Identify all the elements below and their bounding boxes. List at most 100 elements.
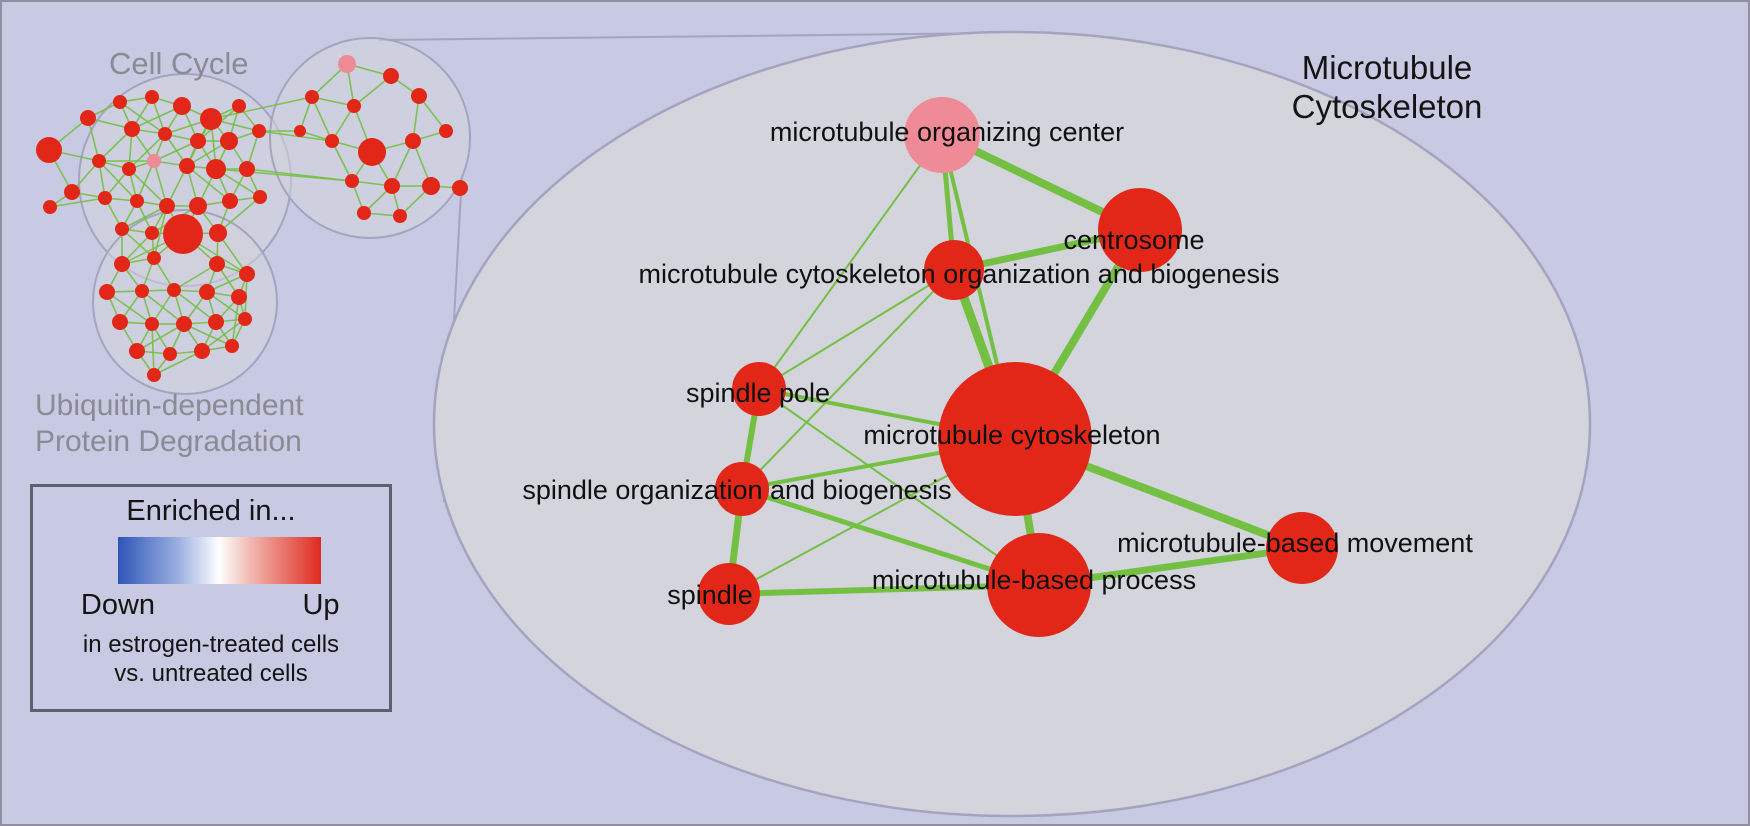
overview-node <box>393 209 407 223</box>
overview-node <box>231 289 247 305</box>
overview-edge <box>246 168 353 182</box>
overview-node <box>238 312 252 326</box>
ubiquitin-label-line2: Protein Degradation <box>35 425 302 458</box>
overview-node <box>239 161 255 177</box>
overview-edge <box>136 323 185 352</box>
overview-node <box>325 134 339 148</box>
overview-node <box>189 197 207 215</box>
overview-node <box>338 55 356 73</box>
overview-node <box>411 88 427 104</box>
node-label-sob: spindle organization and biogenesis <box>522 475 951 505</box>
microtubule-title-line2: Cytoskeleton <box>1291 88 1483 125</box>
overview-node <box>163 347 177 361</box>
overview-node <box>112 314 128 330</box>
overview-node <box>239 266 255 282</box>
overview-node <box>209 256 225 272</box>
overview-edge <box>131 105 183 130</box>
edge-moc-spindle_pole <box>758 134 943 390</box>
overview-edge <box>183 323 233 347</box>
node-mbp <box>987 533 1091 637</box>
overview-node <box>80 110 96 126</box>
node-sob <box>715 462 769 516</box>
overview-node <box>115 222 129 236</box>
node-label-mcob: microtubule cytoskeleton organization an… <box>639 259 1280 289</box>
overview-node <box>357 206 371 220</box>
overview-node <box>129 343 145 359</box>
overview-node <box>122 162 136 176</box>
overview-edge <box>49 197 106 208</box>
microtubule-cytoskeleton-title: Microtubule Cytoskeleton <box>1277 48 1497 126</box>
overview-node <box>36 137 62 163</box>
overview-edge <box>210 96 313 120</box>
overview-node <box>345 174 359 188</box>
legend-title: Enriched in... <box>126 495 296 527</box>
node-label-spindle_pole: spindle pole <box>686 378 830 408</box>
node-mcob <box>924 240 984 300</box>
node-label-mc: microtubule cytoskeleton <box>863 420 1160 450</box>
legend-up-label: Up <box>302 589 340 621</box>
overview-edge <box>258 130 333 142</box>
overview-node <box>99 284 115 300</box>
overview-node <box>305 90 319 104</box>
overview-node <box>98 191 112 205</box>
overview-node <box>124 121 140 137</box>
overview-node <box>147 154 161 168</box>
overview-node <box>130 194 144 208</box>
overview-node <box>158 127 172 141</box>
overview-node <box>43 200 57 214</box>
overview-node <box>225 339 239 353</box>
edge-sob-mbp <box>741 486 1040 588</box>
overview-node <box>173 97 191 115</box>
overview-node <box>179 158 195 174</box>
overview-edge <box>201 318 246 352</box>
zoom-connector-line <box>378 32 1005 41</box>
node-mc <box>938 362 1092 516</box>
cell-cycle-cluster-label: Cell Cycle <box>109 46 249 81</box>
legend-gradient-bar <box>118 537 321 584</box>
overview-node <box>220 132 238 150</box>
overview-edge <box>173 263 218 291</box>
overview-edge <box>136 160 155 202</box>
overview-node <box>222 193 238 209</box>
overview-node <box>114 256 130 272</box>
overview-node <box>383 68 399 84</box>
overview-edge <box>311 96 355 107</box>
node-mbm <box>1266 512 1338 584</box>
overview-edge <box>331 140 353 182</box>
overview-edge <box>391 140 414 187</box>
overview-node <box>358 138 386 166</box>
overview-edge <box>119 101 166 135</box>
overview-node <box>176 316 192 332</box>
overview-node <box>232 99 246 113</box>
overview-node <box>135 284 149 298</box>
overview-node <box>253 190 267 204</box>
legend-caption-line1: in estrogen-treated cells <box>82 631 340 658</box>
overview-edge <box>153 350 203 376</box>
overview-node <box>209 224 227 242</box>
overview-edge <box>151 323 155 376</box>
overview-node <box>422 177 440 195</box>
overview-node <box>200 108 222 130</box>
cluster-circle-microtubule-cytoskeleton <box>269 37 471 239</box>
ubiquitin-label-line1: Ubiquitin-dependent <box>35 389 304 422</box>
overview-node <box>294 125 306 137</box>
overview-edge <box>153 205 168 259</box>
legend-down-label: Down <box>80 589 156 621</box>
node-centrosome <box>1098 188 1182 272</box>
overview-node <box>384 178 400 194</box>
edge-spindle_pole-mbp <box>758 388 1040 586</box>
overview-node <box>113 95 127 109</box>
overview-node <box>439 124 453 138</box>
overview-node <box>145 226 159 240</box>
overview-edge <box>98 160 138 202</box>
overview-edge <box>153 140 199 162</box>
overview-node <box>199 284 215 300</box>
edge-mcob-sob <box>741 269 955 490</box>
node-moc <box>904 97 980 173</box>
legend: Enriched in... Down Up in estrogen-treat… <box>30 484 392 712</box>
overview-node <box>145 90 159 104</box>
microtubule-title-line1: Microtubule <box>1301 49 1473 86</box>
overview-node <box>163 214 203 254</box>
overview-edge <box>231 296 240 347</box>
